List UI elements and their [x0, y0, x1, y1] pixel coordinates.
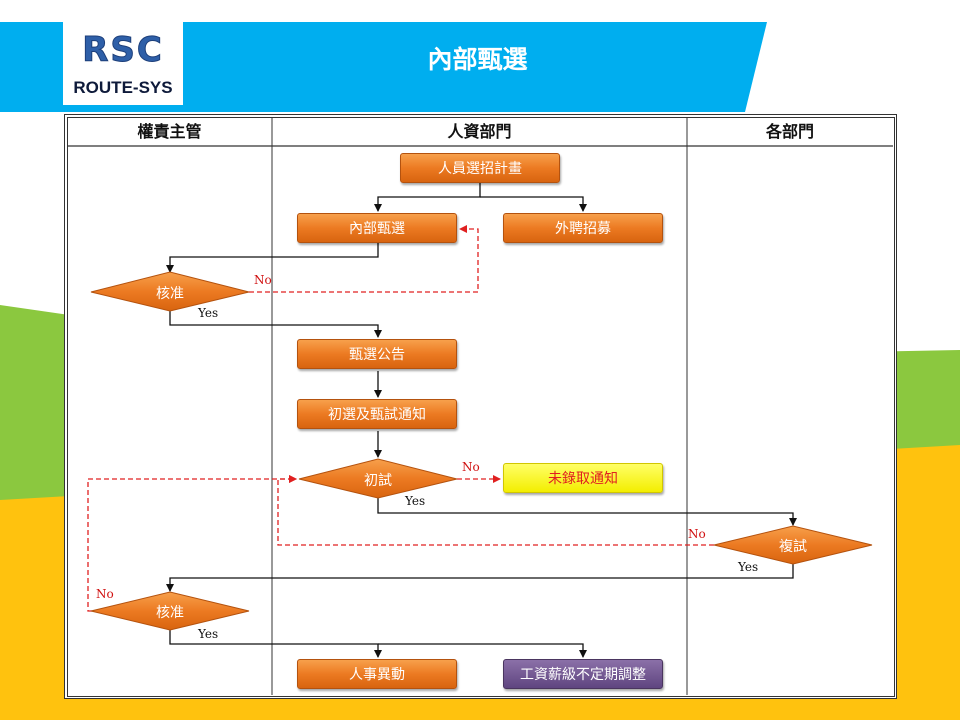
page-title: 內部甄選: [427, 45, 528, 74]
label-first-no: No: [462, 460, 480, 474]
edge-approve2-salary: [378, 643, 587, 658]
node-external-recruitment: 外聘招募: [503, 213, 663, 243]
edge-second-no: [277, 475, 714, 546]
node-personnel-transfer: 人事異動: [297, 659, 457, 689]
logo-text: ROUTE-SYS: [73, 78, 173, 97]
node-screening-notice: 初選及甄試通知: [297, 399, 457, 429]
lane-header-supervisor: 權責主管: [137, 122, 202, 141]
decision-first-interview: [298, 458, 458, 499]
edge-approve1-announce: [169, 311, 382, 338]
lane-header-hr: 人資部門: [447, 122, 512, 141]
second-interview-label: 複試: [779, 539, 807, 555]
decision-approve1: [90, 271, 250, 312]
label-first-yes: Yes: [405, 494, 426, 508]
first-interview-label: 初試: [364, 473, 392, 489]
node-internal-selection: 內部甄選: [297, 213, 457, 243]
node-selection-announcement: 甄選公告: [297, 339, 457, 369]
edge-plan-internal: [374, 183, 481, 212]
label-second-no: No: [688, 527, 706, 541]
edge-internal-approve1: [166, 243, 379, 273]
node-recruitment-plan: 人員選招計畫: [400, 153, 560, 183]
logo-letters: RSC: [82, 30, 164, 71]
approve1-label: 核准: [156, 286, 184, 302]
flowchart-inner-frame: [67, 117, 895, 697]
label-approve1-yes: Yes: [198, 306, 219, 320]
node-salary-adjustment: 工資薪級不定期調整: [503, 659, 663, 689]
label-approve2-no: No: [96, 587, 114, 601]
edge-first-second: [377, 497, 797, 526]
node-rejection-notice: 未錄取通知: [503, 463, 663, 493]
logo: RSC ROUTE-SYS: [63, 22, 183, 105]
decision-approve2: [90, 591, 250, 631]
header-banner: [0, 22, 767, 112]
decision-second-interview: [713, 525, 873, 565]
edge-plan-external: [480, 196, 587, 212]
label-second-yes: Yes: [738, 560, 759, 574]
edge-approve2-transfer: [169, 630, 382, 658]
approve2-label: 核准: [156, 605, 184, 621]
edge-approve1-no: [249, 225, 479, 293]
edge-approve2-no: [87, 475, 297, 612]
lane-header-departments: 各部門: [765, 122, 814, 141]
edge-second-approve2: [166, 564, 794, 592]
label-approve1-no: No: [254, 273, 272, 287]
label-approve2-yes: Yes: [198, 627, 219, 641]
